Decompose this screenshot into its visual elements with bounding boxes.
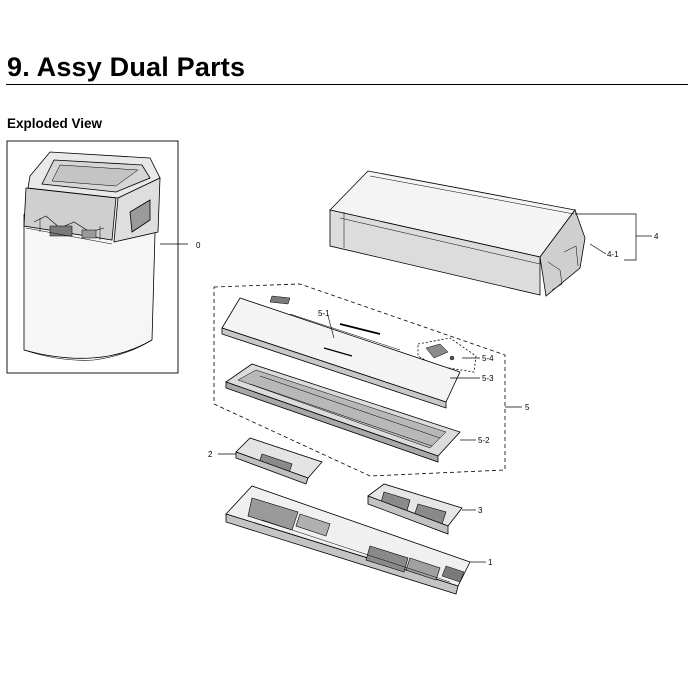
housing-tray-illustration	[225, 485, 486, 595]
washer-assembly-illustration	[6, 140, 188, 374]
callout-5-3: 5-3	[482, 374, 494, 383]
callout-5-1: 5-1	[318, 309, 330, 318]
callout-3: 3	[478, 506, 483, 515]
callout-5-4: 5-4	[482, 354, 494, 363]
page-title: 9. Assy Dual Parts	[7, 52, 246, 82]
control-panel-illustration	[221, 295, 480, 409]
panel-frame-illustration	[225, 363, 476, 463]
detergent-drawer-illustration	[218, 437, 323, 485]
callout-0: 0	[196, 241, 201, 250]
part-5-group-boundary	[213, 283, 506, 477]
callout-2: 2	[208, 450, 213, 459]
title-underline	[6, 84, 688, 85]
section-heading: Exploded View	[7, 116, 103, 131]
callout-5: 5	[525, 403, 530, 412]
callout-4-1: 4-1	[607, 250, 619, 259]
dispenser-cup-illustration	[367, 483, 476, 535]
callout-1: 1	[488, 558, 493, 567]
callout-5-2: 5-2	[478, 436, 490, 445]
top-cover-illustration	[329, 170, 652, 297]
callout-4: 4	[654, 232, 659, 241]
